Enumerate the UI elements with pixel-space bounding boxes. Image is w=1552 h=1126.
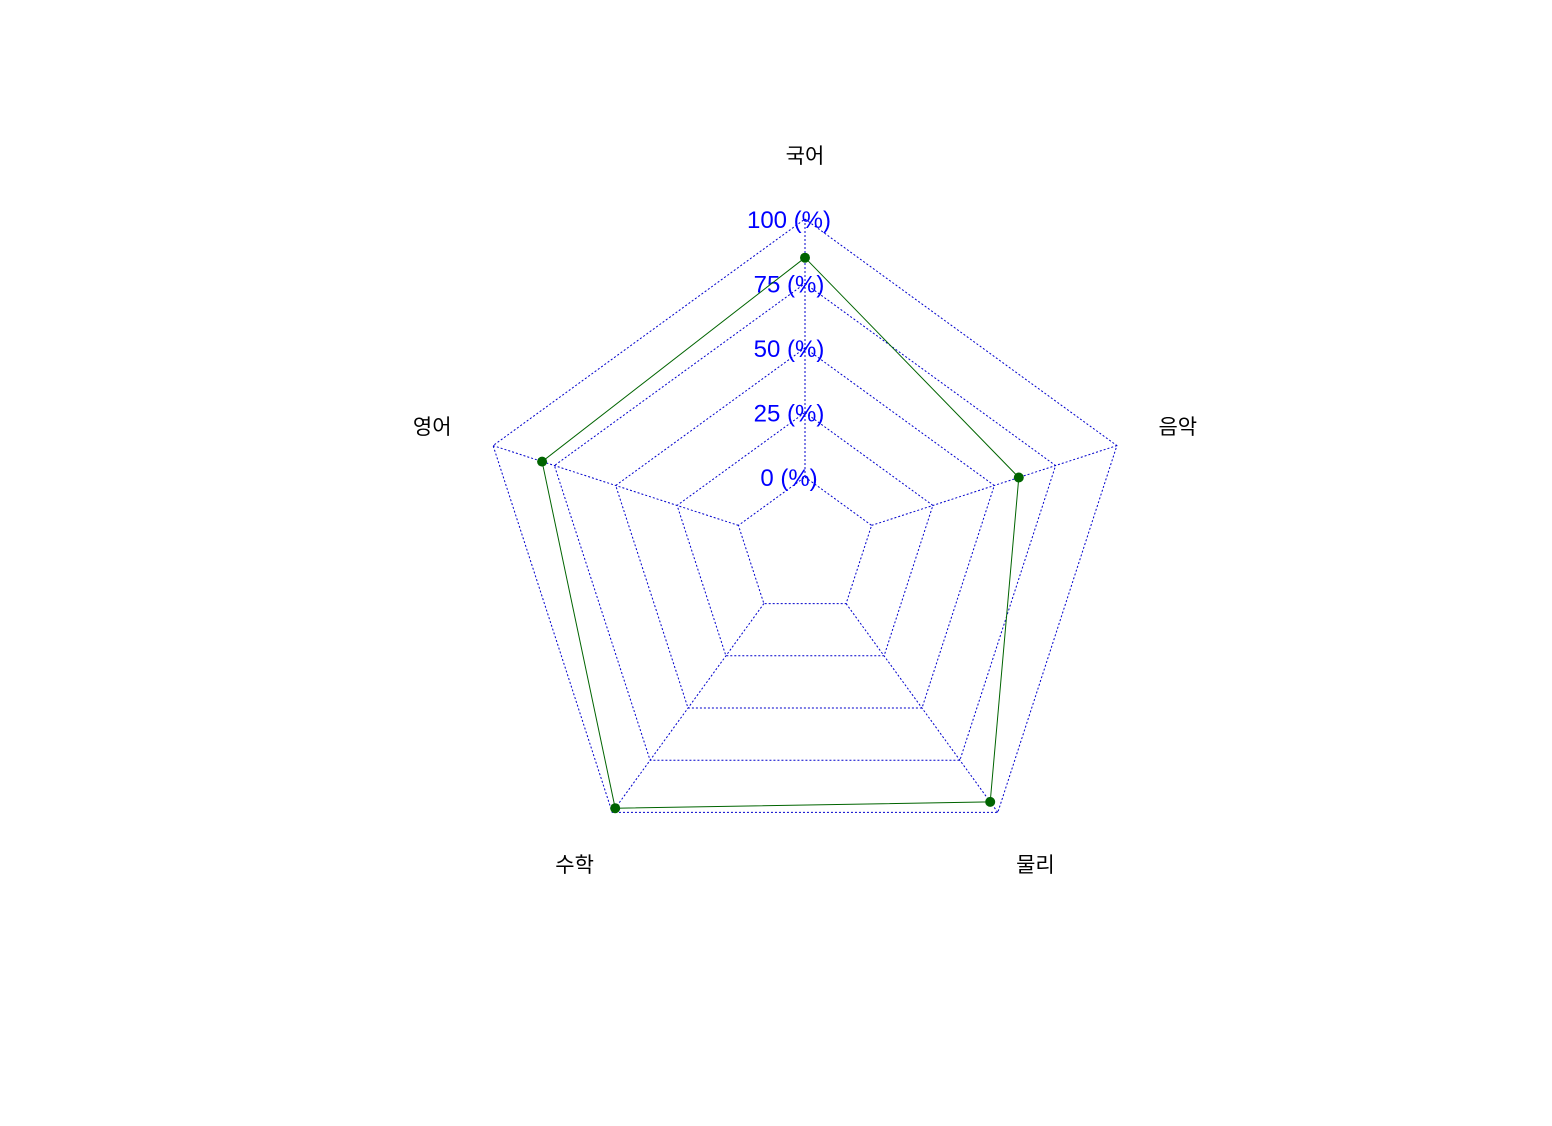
data-point-음악	[1013, 472, 1024, 483]
grid-spoke-1	[871, 445, 1118, 526]
data-point-국어	[800, 252, 810, 263]
tick-label-4: 100 (%)	[747, 207, 831, 234]
series-layer	[537, 252, 1024, 814]
grid-ring-4	[492, 218, 1118, 813]
tick-label-2: 50 (%)	[754, 336, 825, 363]
tick-label-1: 25 (%)	[754, 401, 825, 428]
data-point-수학	[610, 803, 621, 814]
tick-label-3: 75 (%)	[754, 272, 825, 299]
grid-spoke-4	[492, 445, 739, 526]
grid-spoke-3	[611, 603, 765, 813]
data-point-영어	[537, 456, 548, 467]
data-point-물리	[985, 796, 996, 807]
radar-grid	[492, 218, 1118, 813]
grid-ring-0	[737, 476, 873, 605]
series-0-line	[541, 257, 1020, 809]
radial-tick-labels: 0 (%) 25 (%) 50 (%) 75 (%) 100 (%)	[747, 207, 831, 492]
tick-label-0: 0 (%)	[760, 465, 817, 492]
axis-label-1: 음악	[1158, 415, 1197, 439]
grid-spoke-2	[845, 603, 999, 813]
axis-label-3: 수학	[555, 853, 594, 877]
grid-ring-2	[615, 347, 995, 709]
axis-label-2: 물리	[1016, 853, 1055, 877]
axis-label-4: 영어	[413, 415, 452, 439]
axis-label-0: 국어	[786, 144, 825, 168]
